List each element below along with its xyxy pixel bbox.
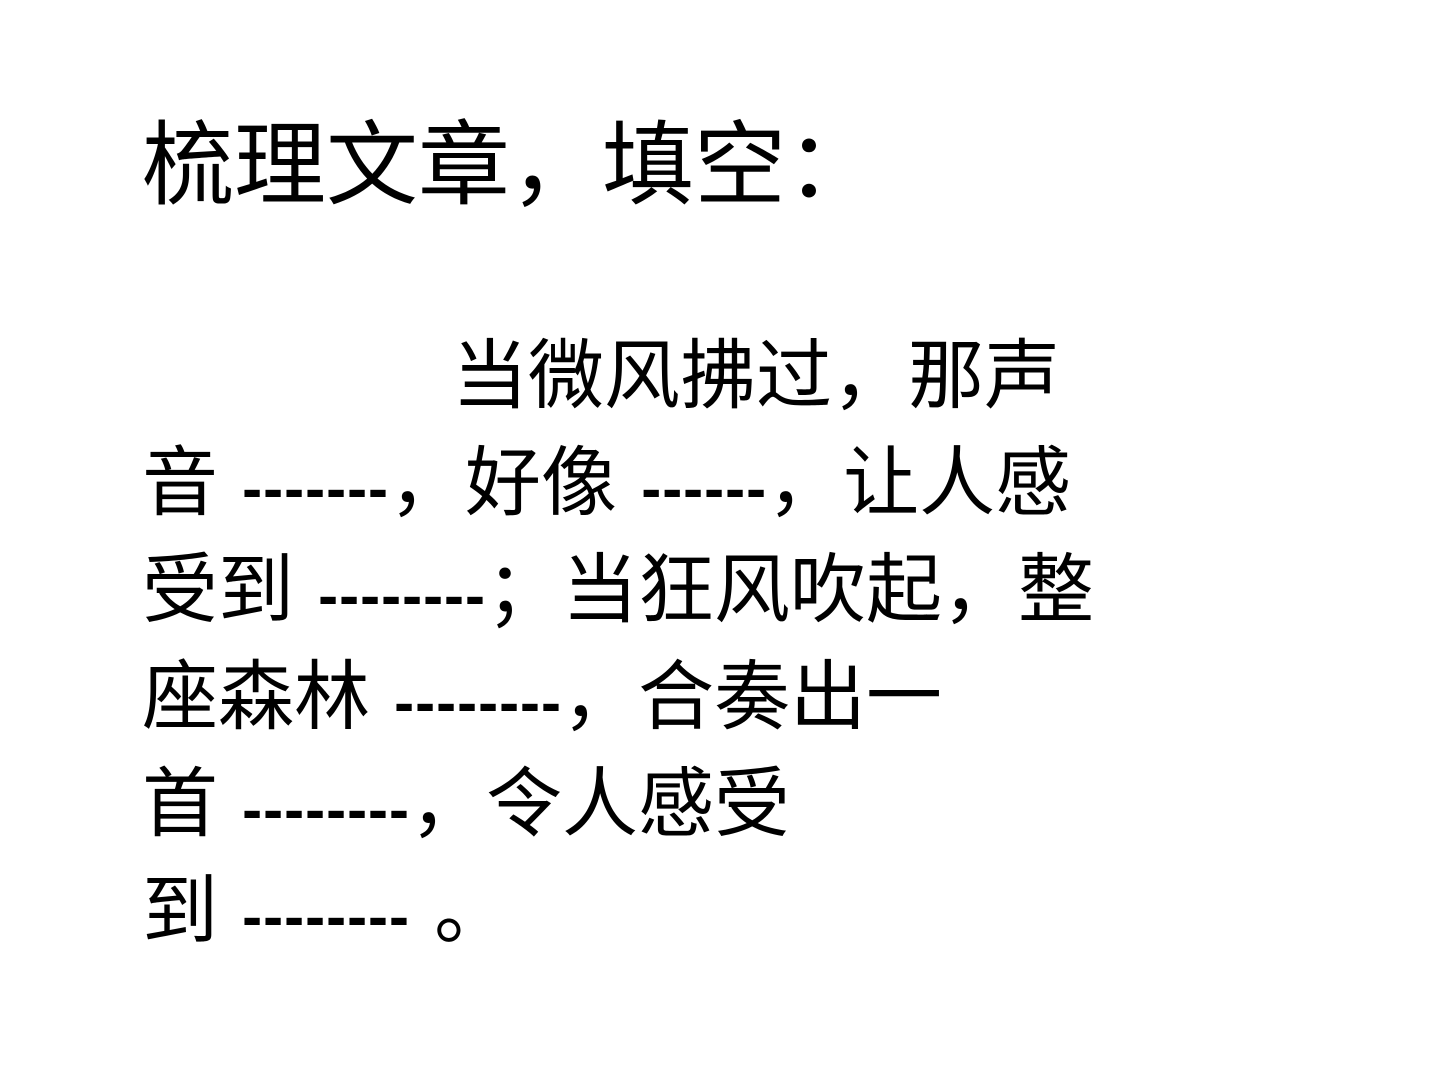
passage-line-2: 音 -------，好像 ------，让人感 (142, 429, 1382, 536)
passage-line-5: 首 --------，令人感受 (142, 750, 1382, 857)
passage-text: 。 (410, 866, 511, 955)
passage-line-3: 受到 --------；当狂风吹起，整 (142, 536, 1382, 643)
passage-text: ，让人感 (767, 438, 1072, 527)
blank-1: ------- (242, 455, 390, 522)
passage-text: 座森林 (142, 652, 395, 741)
blank-4: -------- (394, 669, 563, 736)
blank-5: -------- (242, 776, 411, 843)
passage-text: 音 (142, 438, 243, 527)
passage-text: 首 (142, 759, 243, 848)
passage-line-6: 到 -------- 。 (142, 857, 1382, 964)
passage-text: 当微风拂过，那声 (452, 331, 1060, 420)
passage-line-1: 当微风拂过，那声 (142, 322, 1382, 429)
blank-2: ------ (641, 455, 768, 522)
passage-text: ；当狂风吹起，整 (486, 545, 1095, 634)
blank-6: -------- (242, 883, 411, 950)
passage-text: 到 (142, 866, 243, 955)
blank-3: -------- (318, 562, 487, 629)
passage-text: ，令人感受 (410, 759, 791, 848)
slide-title: 梳理文章，填空： (142, 112, 879, 219)
passage-text: 受到 (142, 545, 319, 634)
passage-text: ，好像 (389, 438, 642, 527)
passage-text: ，合奏出一 (562, 652, 943, 741)
passage-line-4: 座森林 --------，合奏出一 (142, 643, 1382, 750)
fill-in-passage: 当微风拂过，那声 音 -------，好像 ------，让人感 受到 ----… (142, 322, 1382, 964)
